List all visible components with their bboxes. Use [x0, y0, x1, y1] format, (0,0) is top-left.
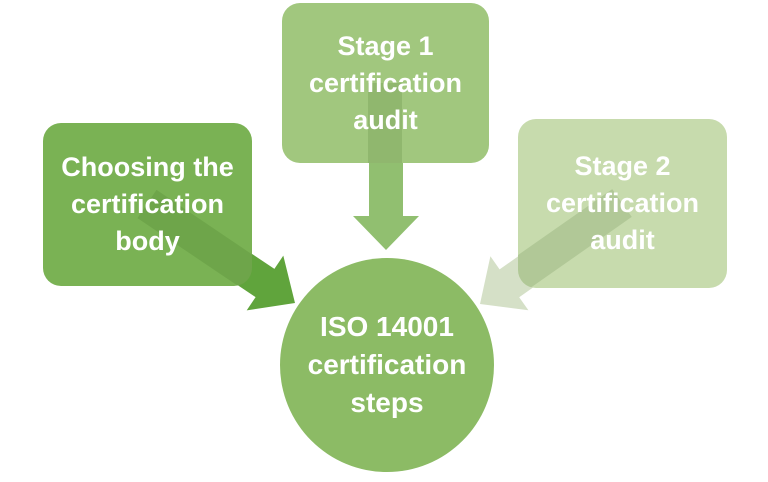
- circle-label: ISO 14001 certification steps: [308, 308, 467, 422]
- arrow-shaft-overlay: [368, 83, 402, 163]
- box-label: Stage 1 certification audit: [309, 28, 462, 139]
- iso14001-certification-steps-circle: ISO 14001 certification steps: [280, 258, 494, 472]
- label-line: ISO 14001: [320, 311, 454, 342]
- label-line: audit: [353, 104, 418, 135]
- stage1-certification-audit-box: Stage 1 certification audit: [282, 3, 489, 163]
- label-line: Choosing the: [61, 152, 234, 182]
- box-label: Stage 2 certification audit: [546, 148, 699, 259]
- choosing-certification-body-box: Choosing the certification body: [43, 123, 252, 286]
- label-line: audit: [590, 225, 655, 255]
- label-line: Stage 2: [574, 151, 671, 181]
- box-label: Choosing the certification body: [61, 149, 233, 260]
- label-line: certification: [545, 188, 700, 218]
- stage2-certification-audit-box: Stage 2 certification audit: [518, 119, 727, 288]
- label-line: body: [115, 226, 180, 256]
- label-line: certification: [308, 67, 463, 98]
- label-line: steps: [350, 387, 424, 418]
- label-line: certification: [307, 349, 467, 380]
- label-line: Stage 1: [337, 30, 434, 61]
- label-line: certification: [70, 189, 225, 219]
